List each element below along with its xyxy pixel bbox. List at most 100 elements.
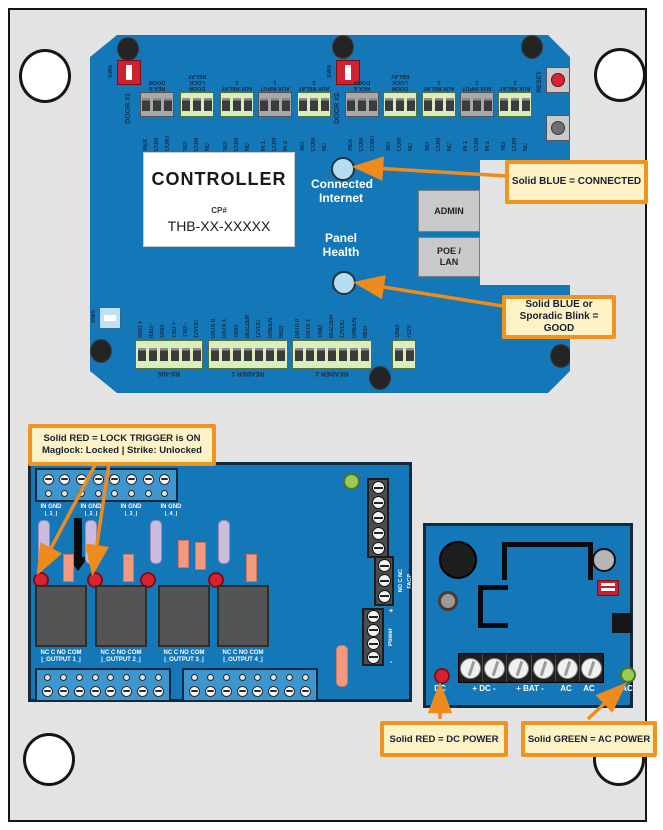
terminal-group-title-line: AUX RELAY	[221, 85, 253, 91]
terminal-block	[258, 92, 292, 117]
terminal-pin-icon	[137, 348, 146, 361]
terminal-pin-icon	[395, 98, 404, 111]
power-terminal-block	[458, 653, 604, 683]
pin-label: DATA 0	[210, 318, 217, 338]
terminal-pin-icon	[159, 348, 168, 361]
pin-label: NC	[523, 142, 530, 151]
terminal-block	[297, 92, 331, 117]
pin-label: RED	[279, 325, 286, 338]
screw-icon	[283, 685, 295, 697]
connector-block	[292, 340, 372, 369]
pin-label: IN 2	[485, 140, 492, 151]
terminal-pin-icon	[339, 348, 348, 361]
terminal-block	[422, 92, 456, 117]
terminal-group-title-line: 1	[437, 79, 441, 85]
terminal-group-title-line: LOCK	[189, 79, 205, 85]
screw-icon	[371, 541, 385, 555]
screw-icon	[105, 685, 117, 697]
pin-label: GREEN	[267, 317, 274, 338]
screw-icon	[556, 657, 578, 679]
power-terminal-label: + BAT -	[516, 684, 544, 693]
mounting-hole-bottom-left	[23, 733, 75, 786]
screw-icon	[144, 489, 152, 497]
board-hole-icon	[332, 35, 354, 59]
screw-icon	[78, 489, 86, 497]
pin-label: BUZZER	[244, 314, 251, 338]
output-number-label: |_OUTPUT 4_|	[223, 657, 263, 663]
terminal-group-title-line: 1	[475, 79, 479, 85]
terminal-group-title-line: REX &	[148, 85, 166, 91]
screw-icon	[127, 489, 135, 497]
pin-label: RED	[363, 325, 370, 338]
terminal-pin-icon	[192, 348, 201, 361]
screw-icon	[123, 673, 131, 681]
pin-label: COM	[435, 137, 442, 151]
terminal-pin-icon	[266, 348, 275, 361]
screw-icon	[366, 610, 380, 624]
terminal-pin-icon	[394, 348, 403, 361]
connector-block	[392, 340, 416, 369]
pin-label: +12V	[407, 324, 413, 338]
input-pins-label: IN GND	[120, 504, 142, 510]
screw-icon	[159, 473, 171, 485]
terminal-pin-icon	[521, 98, 530, 111]
door1-label-wrap: DOOR #1	[121, 87, 135, 129]
input-pins-label: IN GND	[40, 504, 62, 510]
relay-block	[35, 585, 87, 647]
aux-button	[546, 115, 570, 141]
sw8-label: SW8	[108, 64, 114, 78]
door2-label-wrap: DOOR #2	[330, 87, 344, 129]
terminal-pin-icon	[472, 98, 481, 111]
capacitor-icon	[150, 520, 162, 564]
terminal-pin-icon	[260, 98, 269, 111]
screw-row	[37, 489, 176, 497]
input-label: IN GND|_2_|	[73, 504, 109, 518]
sw5-dip-switch	[99, 307, 121, 329]
resistor-icon	[123, 554, 134, 582]
pin-label: COM	[271, 137, 278, 151]
terminal-pin-icon	[163, 98, 172, 111]
capacitor-icon	[218, 520, 230, 564]
screw-icon	[236, 685, 248, 697]
power-terminal-cell	[531, 654, 556, 682]
terminal-pin-icon	[277, 348, 286, 361]
aux-button-icon	[551, 121, 565, 135]
terminal-pin-icon	[243, 348, 252, 361]
lock-trigger-led	[208, 572, 224, 588]
terminal-pin-icon	[305, 348, 314, 361]
terminal-pin-icon	[316, 348, 325, 361]
relay-board: IN GND|_1_|IN GND|_2_|IN GND|_3_|IN GND|…	[28, 462, 413, 702]
power-terminal-cell	[555, 654, 580, 682]
board-hole-icon	[369, 366, 391, 390]
screw-icon	[366, 623, 380, 637]
reset-button	[546, 67, 570, 93]
screw-row	[184, 685, 316, 697]
poe-lan-port: POE /LAN	[418, 237, 480, 277]
terminal-pin-icon	[294, 348, 303, 361]
input-label: IN GND|_3_|	[113, 504, 149, 518]
pin-label: NO	[385, 142, 392, 151]
sw9-dip-switch	[336, 60, 360, 85]
screw-icon	[44, 673, 52, 681]
screw-icon	[161, 489, 169, 497]
annotation-connected-text: Solid BLUE = CONNECTED	[511, 176, 642, 187]
annotation-ac-power-text: Solid GREEN = AC POWER	[527, 733, 651, 745]
terminal-pin-icon	[152, 98, 161, 111]
terminal-pin-icon	[255, 348, 264, 361]
ac-led	[620, 667, 636, 683]
screw-icon	[42, 685, 54, 697]
health-led	[332, 271, 356, 295]
pin-label: NC	[205, 142, 212, 151]
